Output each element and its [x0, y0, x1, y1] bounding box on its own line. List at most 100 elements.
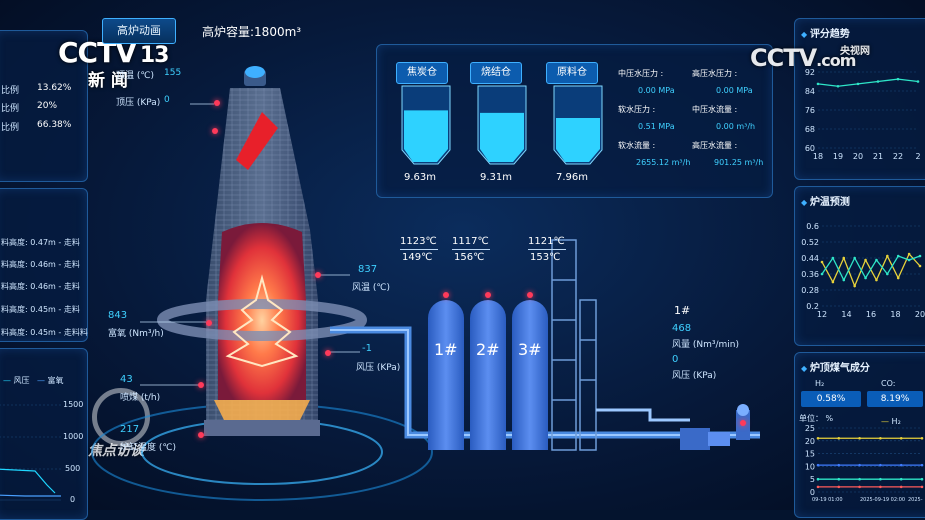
ratio-row-3-value: 66.38%	[37, 120, 72, 130]
ratio-row-1-value: 13.62%	[37, 83, 72, 93]
gas-legend-h2: — H₂	[881, 417, 901, 426]
ratio-row-1-label: 比例	[1, 86, 20, 96]
stove-3-underline	[528, 249, 566, 250]
wind-pressure-value: -1	[362, 343, 372, 354]
coal-dot[interactable]	[198, 382, 204, 388]
left-y-tick-1500: 1500	[63, 400, 84, 409]
furnace-animation-button[interactable]: 高炉动画	[102, 18, 176, 44]
gas-h2-value: 0.58%	[801, 391, 861, 407]
wind-temp-dot[interactable]	[315, 272, 321, 278]
water-mid-flow-value: 0.00 m³/h	[716, 122, 756, 131]
stove-2-dot[interactable]	[485, 292, 491, 298]
legend-oxygen: — 富氧	[37, 376, 64, 385]
level-row-4: 料高度: 0.45m - 走料	[1, 305, 80, 314]
silo-raw-tank	[553, 85, 603, 165]
silo-coke-value: 9.63m	[404, 172, 437, 183]
level-row-3: 料高度: 0.46m - 走料	[1, 282, 80, 291]
silo-coke-label[interactable]: 焦炭仓	[396, 62, 448, 84]
stove-2-bottom-temp: 156℃	[454, 252, 485, 263]
hot-stove-1	[428, 300, 464, 450]
left-series-oxygen	[0, 494, 61, 497]
stove-3-label: 3#	[518, 340, 542, 359]
gas-panel: 炉顶煤气成分 H₂ CO: 0.58% 8.19% 单位： % — H₂	[794, 352, 925, 518]
gas-unit: 单位： %	[799, 414, 834, 423]
blower-flow-value: 468	[672, 323, 692, 334]
top-temp-dot[interactable]	[214, 100, 220, 106]
wind-pressure-dot[interactable]	[325, 350, 331, 356]
oxygen-label: 富氧 (Nm³/h)	[108, 329, 164, 339]
level-row-1: 料高度: 0.47m - 走料	[1, 238, 80, 247]
score-trend-panel: 评分趋势	[794, 18, 925, 180]
wind-pressure-label: 风压 (KPa)	[356, 363, 401, 373]
water-mid-flow-label: 中压水流量 :	[692, 105, 738, 114]
cctv-corner-logo: CCTV.com	[750, 44, 856, 72]
stove-1-dot[interactable]	[443, 292, 449, 298]
top-pressure-dot[interactable]	[212, 128, 218, 134]
blower-unit	[680, 404, 750, 450]
level-row-2: 料高度: 0.46m - 走料	[1, 260, 80, 269]
ratio-row-2-value: 20%	[37, 101, 58, 111]
silo-sinter-value: 9.31m	[480, 172, 513, 183]
wind-temp-value: 837	[358, 264, 378, 275]
level-row-5: 料高度: 0.45m - 走料料	[1, 328, 88, 337]
silo-sinter-tank	[477, 85, 527, 165]
water-high-pressure-label: 高压水压力 :	[692, 69, 738, 78]
stove-2-label: 2#	[476, 340, 500, 359]
left-mini-chart	[0, 404, 61, 501]
stove-3-bottom-temp: 153℃	[530, 252, 561, 263]
left-y-tick-0: 0	[70, 495, 76, 504]
stove-2-top-temp: 1117℃	[452, 236, 489, 247]
score-trend-title: 评分趋势	[801, 25, 850, 40]
left-y-tick-500: 500	[65, 464, 81, 473]
blower-pressure-label: 风压 (KPa)	[672, 371, 717, 381]
stove-1-top-temp: 1123℃	[400, 236, 437, 247]
stove-3-dot[interactable]	[527, 292, 533, 298]
silo-sinter-label[interactable]: 烧结仓	[470, 62, 522, 84]
left-y-tick-1000: 1000	[63, 432, 84, 441]
stove-3-top-temp: 1121℃	[528, 236, 565, 247]
water-high-pressure-value: 0.00 MPa	[716, 86, 753, 95]
blower-pressure-value: 0	[672, 354, 679, 365]
ratio-row-2-label: 比例	[1, 104, 20, 114]
stove-1-underline	[400, 249, 438, 250]
hearth-value: 217	[120, 424, 140, 435]
water-soft-flow-label: 软水流量 :	[618, 141, 656, 150]
hot-stove-3	[512, 300, 548, 450]
channel-name: 新 闻	[88, 71, 128, 91]
water-soft-pressure-label: 软水压力 :	[618, 105, 656, 114]
legend-wind-pressure: — 风压	[3, 376, 30, 385]
oxygen-value: 843	[108, 310, 128, 321]
gas-co-label: CO:	[881, 379, 896, 388]
level-panel: 料高度: 0.47m - 走料 料高度: 0.46m - 走料 料高度: 0.4…	[0, 188, 88, 342]
top-pressure-label: 顶压 (KPa)	[116, 98, 161, 108]
top-pressure-value: 0	[164, 95, 170, 105]
wind-temp-label: 风温 (℃)	[352, 283, 390, 293]
hearth-dot[interactable]	[198, 432, 204, 438]
water-high-flow-value: 901.25 m³/h	[714, 158, 764, 167]
gas-h2-label: H₂	[815, 379, 825, 388]
oxygen-dot[interactable]	[206, 320, 212, 326]
silo-raw-label[interactable]: 原料仓	[546, 62, 598, 84]
gas-co-value: 8.19%	[867, 391, 923, 407]
silo-tanks	[401, 85, 603, 165]
furnace-capacity-label: 高炉容量:1800m³	[202, 25, 302, 39]
gas-title: 炉顶煤气成分	[801, 359, 870, 374]
blower-flow-label: 风量 (Nm³/min)	[672, 340, 739, 350]
ratio-panel: 比例 13.62% 比例 20% 比例 66.38%	[0, 30, 88, 182]
top-temp-label: 顶温 (℃)	[116, 71, 154, 81]
blower-dot[interactable]	[740, 420, 746, 426]
cctv-corner-logo-sub: 央视网	[840, 46, 870, 57]
stove-1-bottom-temp: 149℃	[402, 252, 433, 263]
silo-raw-value: 7.96m	[556, 172, 589, 183]
furnace-fire-zone	[218, 223, 306, 400]
blower-label: 1#	[674, 304, 691, 317]
water-soft-pressure-value: 0.51 MPa	[638, 122, 675, 131]
coal-label: 喷煤 (t/h)	[120, 393, 161, 403]
top-temp-value: 155	[164, 68, 182, 78]
stove-2-underline	[452, 249, 490, 250]
water-high-flow-label: 高压水流量 :	[692, 141, 738, 150]
ratio-row-3-label: 比例	[1, 123, 20, 133]
left-series-wind-pressure	[0, 468, 56, 494]
furnace-temp-panel: 炉温预测	[794, 186, 925, 346]
